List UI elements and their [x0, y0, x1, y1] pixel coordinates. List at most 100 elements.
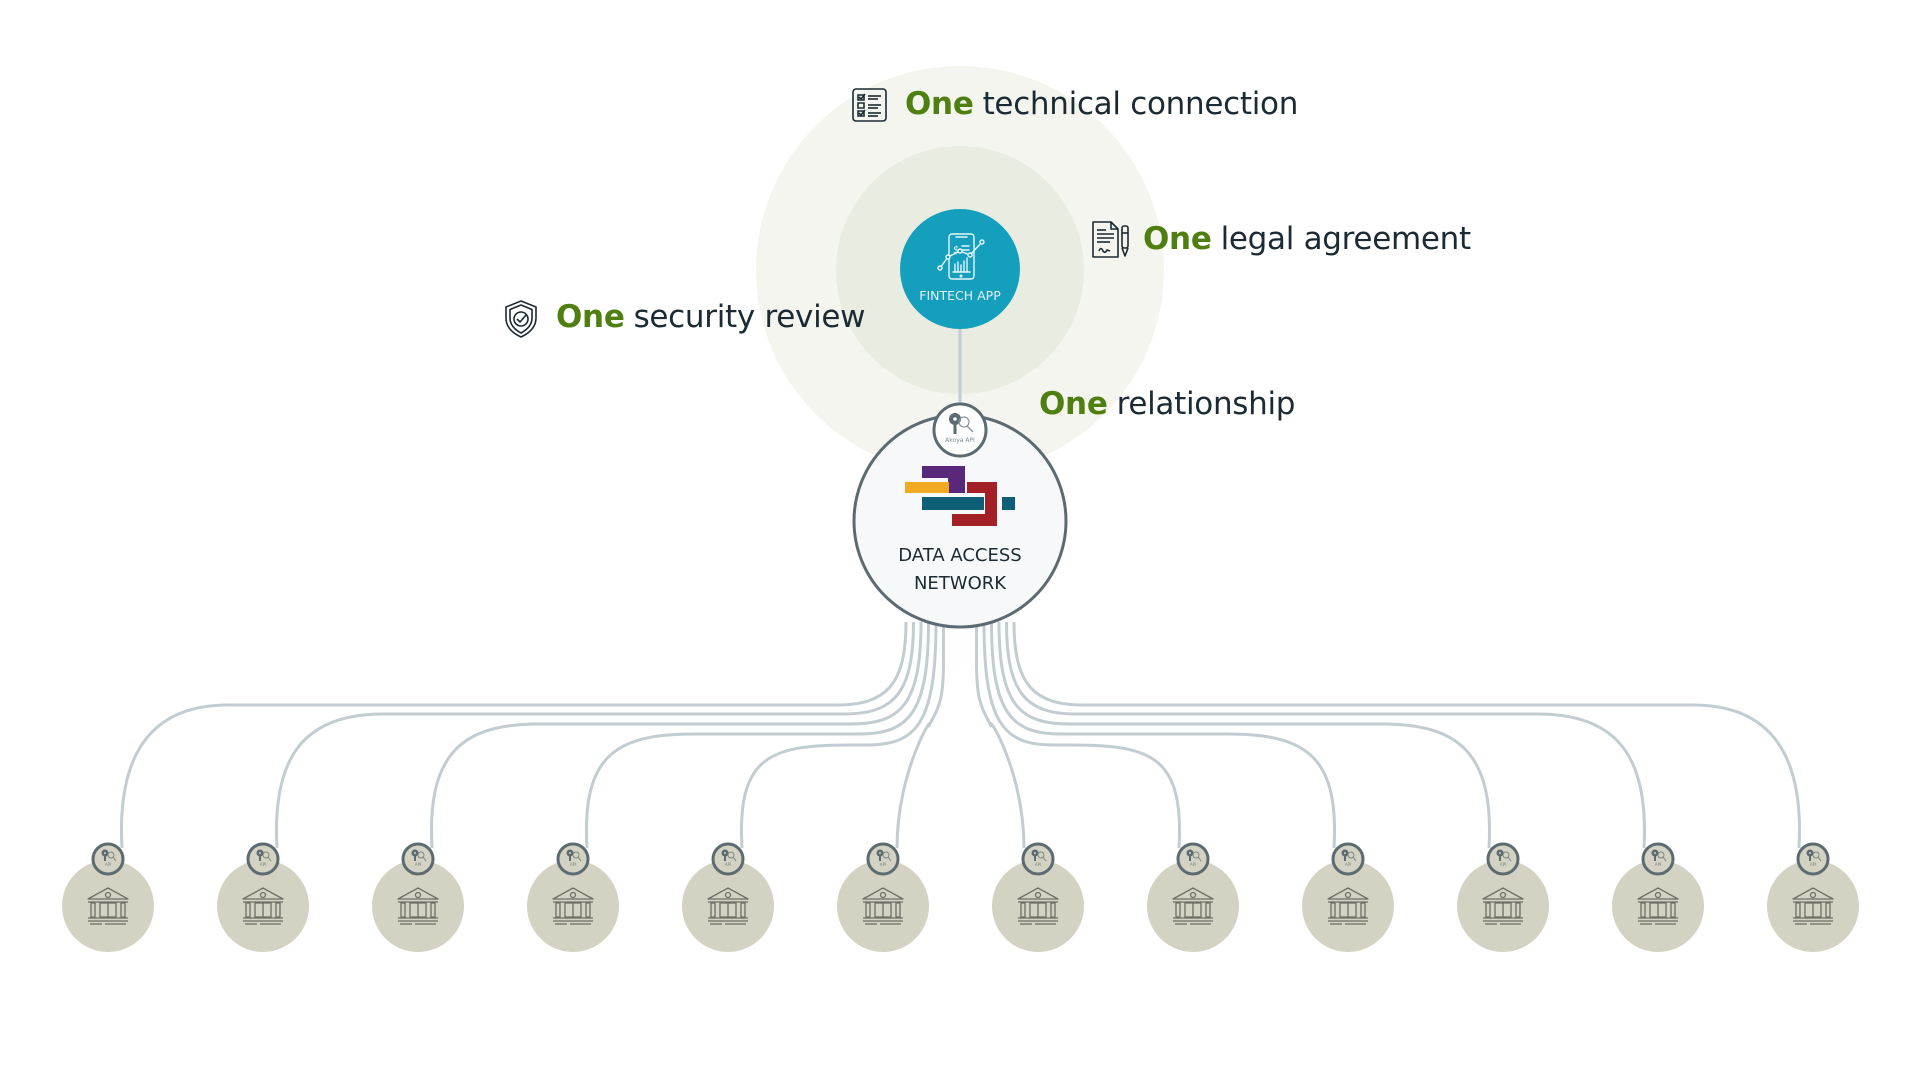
key-search-icon — [1806, 849, 1822, 862]
fintech-app-node[interactable]: $ — [900, 209, 1020, 329]
bank-icon — [1327, 887, 1369, 925]
bank-connector — [1005, 621, 1647, 849]
bank-icon — [87, 887, 129, 925]
bank-api-badge: API — [246, 842, 280, 876]
bank-node[interactable]: API — [1302, 842, 1394, 952]
bank-api-label: API — [725, 862, 731, 867]
bank-icon — [1017, 887, 1059, 925]
key-search-icon — [1341, 849, 1357, 862]
shield-check-icon — [505, 300, 537, 338]
bank-api-label: API — [1345, 862, 1351, 867]
bank-connector — [895, 622, 945, 849]
bank-api-badge: API — [556, 842, 590, 876]
bank-api-label: API — [1035, 862, 1041, 867]
mobile-finance-icon: $ — [937, 233, 985, 280]
svg-text:$: $ — [953, 245, 959, 256]
bank-connectors — [119, 621, 1802, 849]
bank-api-badge: API — [866, 842, 900, 876]
bank-icon — [242, 887, 284, 925]
key-search-icon — [949, 413, 974, 434]
key-search-icon — [256, 849, 272, 862]
label-text: legal agreement — [1220, 221, 1472, 257]
legal-agreement-label: One legal agreement — [1143, 221, 1471, 257]
emphasis-text: One — [556, 299, 625, 335]
bank-api-label: API — [1500, 862, 1506, 867]
bank-icon — [1792, 887, 1834, 925]
key-search-icon — [566, 849, 582, 862]
bank-node[interactable]: API — [1147, 842, 1239, 952]
fintech-app-label: FINTECH APP — [919, 288, 1001, 303]
emphasis-text: One — [905, 86, 974, 122]
label-text: security review — [633, 299, 866, 335]
bank-api-label: API — [880, 862, 886, 867]
bank-icon — [862, 887, 904, 925]
bank-api-badge: API — [1641, 842, 1675, 876]
bank-node[interactable]: API — [1612, 842, 1704, 952]
bank-icon — [707, 887, 749, 925]
bank-icon — [552, 887, 594, 925]
network-label-line2: NETWORK — [913, 573, 1007, 594]
bank-connector — [119, 621, 908, 849]
signed-document-icon — [1092, 221, 1129, 258]
network-label-line1: DATA ACCESS — [898, 545, 1022, 566]
bank-nodes: API API API API API API API API API API API API — [62, 842, 1859, 952]
bank-api-label: API — [570, 862, 576, 867]
key-search-icon — [1496, 849, 1512, 862]
bank-connector — [584, 621, 930, 849]
bank-node[interactable]: API — [527, 842, 619, 952]
key-search-icon — [411, 849, 427, 862]
technical-connection-label: One technical connection — [905, 86, 1298, 122]
bank-api-label: API — [1190, 862, 1196, 867]
bank-api-badge: API — [91, 842, 125, 876]
bank-connector — [429, 621, 923, 849]
bank-api-label: API — [260, 862, 266, 867]
label-text: relationship — [1116, 386, 1296, 422]
data-access-network-node[interactable] — [852, 402, 1068, 629]
bank-connector — [997, 621, 1492, 849]
key-search-icon — [1651, 849, 1667, 862]
security-review-label: One security review — [556, 299, 866, 335]
bank-connector — [975, 622, 1026, 849]
akoya-api-label: Akoya API — [945, 437, 975, 444]
bank-connector — [1012, 621, 1802, 849]
bank-api-badge: API — [1486, 842, 1520, 876]
bank-connector — [739, 621, 938, 849]
bank-api-badge: API — [1331, 842, 1365, 876]
key-search-icon — [101, 849, 117, 862]
bank-api-badge: API — [401, 842, 435, 876]
emphasis-text: One — [1143, 221, 1212, 257]
bank-api-badge: API — [1021, 842, 1055, 876]
network-logo — [905, 466, 1015, 526]
bank-node[interactable]: API — [682, 842, 774, 952]
bank-node[interactable]: API — [992, 842, 1084, 952]
key-search-icon — [1031, 849, 1047, 862]
bank-connector — [274, 621, 915, 849]
bank-icon — [397, 887, 439, 925]
bank-api-label: API — [105, 862, 111, 867]
bank-node[interactable]: API — [62, 842, 154, 952]
emphasis-text: One — [1039, 386, 1108, 422]
bank-icon — [1482, 887, 1524, 925]
data-access-network-label: DATA ACCESS NETWORK — [880, 542, 1040, 598]
akoya-api-badge — [932, 402, 988, 458]
relationship-label: One relationship — [1039, 386, 1295, 422]
key-search-icon — [721, 849, 737, 862]
bank-api-label: API — [1655, 862, 1661, 867]
key-search-icon — [1186, 849, 1202, 862]
bank-api-badge: API — [1796, 842, 1830, 876]
checklist-icon — [852, 88, 887, 122]
bank-node[interactable]: API — [837, 842, 929, 952]
bank-api-label: API — [1810, 862, 1816, 867]
bank-connector — [982, 621, 1182, 849]
bank-node[interactable]: API — [217, 842, 309, 952]
bank-icon — [1172, 887, 1214, 925]
bank-icon — [1637, 887, 1679, 925]
bank-node[interactable]: API — [1767, 842, 1859, 952]
bank-api-label: API — [415, 862, 421, 867]
bank-node[interactable]: API — [372, 842, 464, 952]
bank-node[interactable]: API — [1457, 842, 1549, 952]
key-search-icon — [876, 849, 892, 862]
bank-api-badge: API — [711, 842, 745, 876]
label-text: technical connection — [982, 86, 1299, 122]
